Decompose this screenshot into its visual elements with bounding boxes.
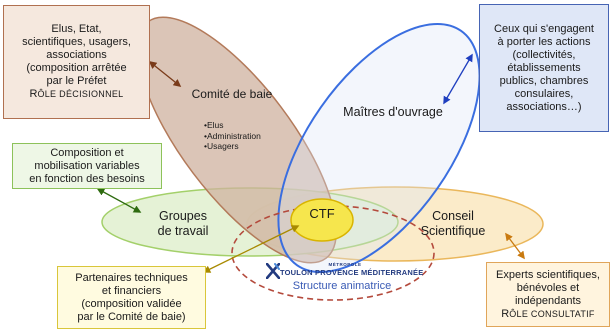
- metropole-logo-name: TOULON PROVENCE MÉDITERRANÉE: [280, 268, 424, 277]
- moa-line-7: associations…): [506, 100, 582, 113]
- experts-line-1: Experts scientifiques,: [496, 268, 600, 281]
- arrow-compo-to-groupes: [96, 188, 142, 213]
- parten-line-1: Partenaires techniques: [75, 271, 188, 284]
- arrow-elus-to-comite: [148, 61, 182, 87]
- elus-line-4: (composition arrêtée: [26, 62, 127, 74]
- composition-box: Composition et mobilisation variables en…: [12, 143, 162, 189]
- elus-role-rest: ÔLE DÉCISIONNEL: [37, 89, 124, 99]
- structure-label: Structure animatrice: [292, 280, 392, 292]
- moa-line-5: publics, chambres: [499, 74, 589, 87]
- moa-line-6: consulaires,: [514, 87, 574, 100]
- structure-ellipse: [231, 205, 435, 301]
- comite-members-list: Elus Administration Usagers: [204, 120, 261, 152]
- comite-member: Usagers: [204, 141, 261, 152]
- elus-box: Elus, Etat, scientifiques, usagers, asso…: [3, 5, 150, 119]
- conseil-line-2: Scientifique: [420, 224, 486, 238]
- parten-line-2: et financiers: [101, 284, 162, 297]
- parten-line-4: par le Comité de baie): [77, 310, 186, 323]
- compo-line-2: mobilisation variables: [34, 159, 140, 172]
- comite-label: Comité de baie: [191, 87, 273, 101]
- experts-role-rest: ÔLE CONSULTATIF: [509, 308, 595, 319]
- maitres-ouvrage-box: Ceux qui s'engagent à porter les actions…: [479, 4, 609, 132]
- elus-line-3: associations: [46, 49, 107, 61]
- elus-role: RÔLE DÉCISIONNEL: [30, 88, 124, 101]
- moa-line-3: (collectivités,: [512, 48, 576, 61]
- moa-line-1: Ceux qui s'engagent: [494, 22, 594, 35]
- comite-member: Elus: [204, 120, 261, 131]
- elus-role-initial: R: [29, 88, 38, 100]
- experts-line-2: bénévoles et: [516, 281, 580, 294]
- arrow-moa-to-maitres: [443, 53, 473, 105]
- arrow-partenaires-to-ctf: [202, 225, 300, 273]
- elus-line-1: Elus, Etat,: [51, 23, 102, 35]
- comite-member: Administration: [204, 131, 261, 142]
- groupes-label: Groupes de travail: [133, 209, 233, 239]
- maitres-label: Maîtres d'ouvrage: [343, 105, 443, 119]
- conseil-line-1: Conseil: [432, 209, 474, 223]
- conseil-label: Conseil Scientifique: [393, 209, 513, 239]
- moa-line-2: à porter les actions: [497, 35, 591, 48]
- groupes-line-2: de travail: [157, 224, 209, 238]
- ctf-ellipse: [290, 198, 354, 242]
- arrow-experts-to-conseil: [505, 232, 525, 260]
- compo-line-1: Composition et: [50, 146, 124, 159]
- metropole-logo: MÉTROPOLE TOULON PROVENCE MÉDITERRANÉE: [262, 262, 424, 284]
- elus-line-5: par le Préfet: [46, 75, 107, 87]
- metropole-logo-top: MÉTROPOLE: [328, 262, 362, 267]
- metropole-logo-mark-icon: [266, 263, 280, 279]
- elus-line-2: scientifiques, usagers,: [22, 36, 131, 48]
- groupes-line-1: Groupes: [159, 209, 207, 223]
- partenaires-box: Partenaires techniques et financiers (co…: [57, 266, 206, 329]
- moa-line-4: établissements: [507, 61, 581, 74]
- experts-role-initial: R: [501, 307, 510, 320]
- experts-line-3: indépendants: [514, 294, 582, 307]
- ctf-label: CTF: [309, 206, 335, 221]
- experts-box: Experts scientifiques, bénévoles et indé…: [486, 262, 610, 327]
- experts-role: RÔLE CONSULTATIF: [501, 308, 594, 321]
- parten-line-3: (composition validée: [81, 297, 182, 310]
- compo-line-3: en fonction des besoins: [29, 172, 145, 185]
